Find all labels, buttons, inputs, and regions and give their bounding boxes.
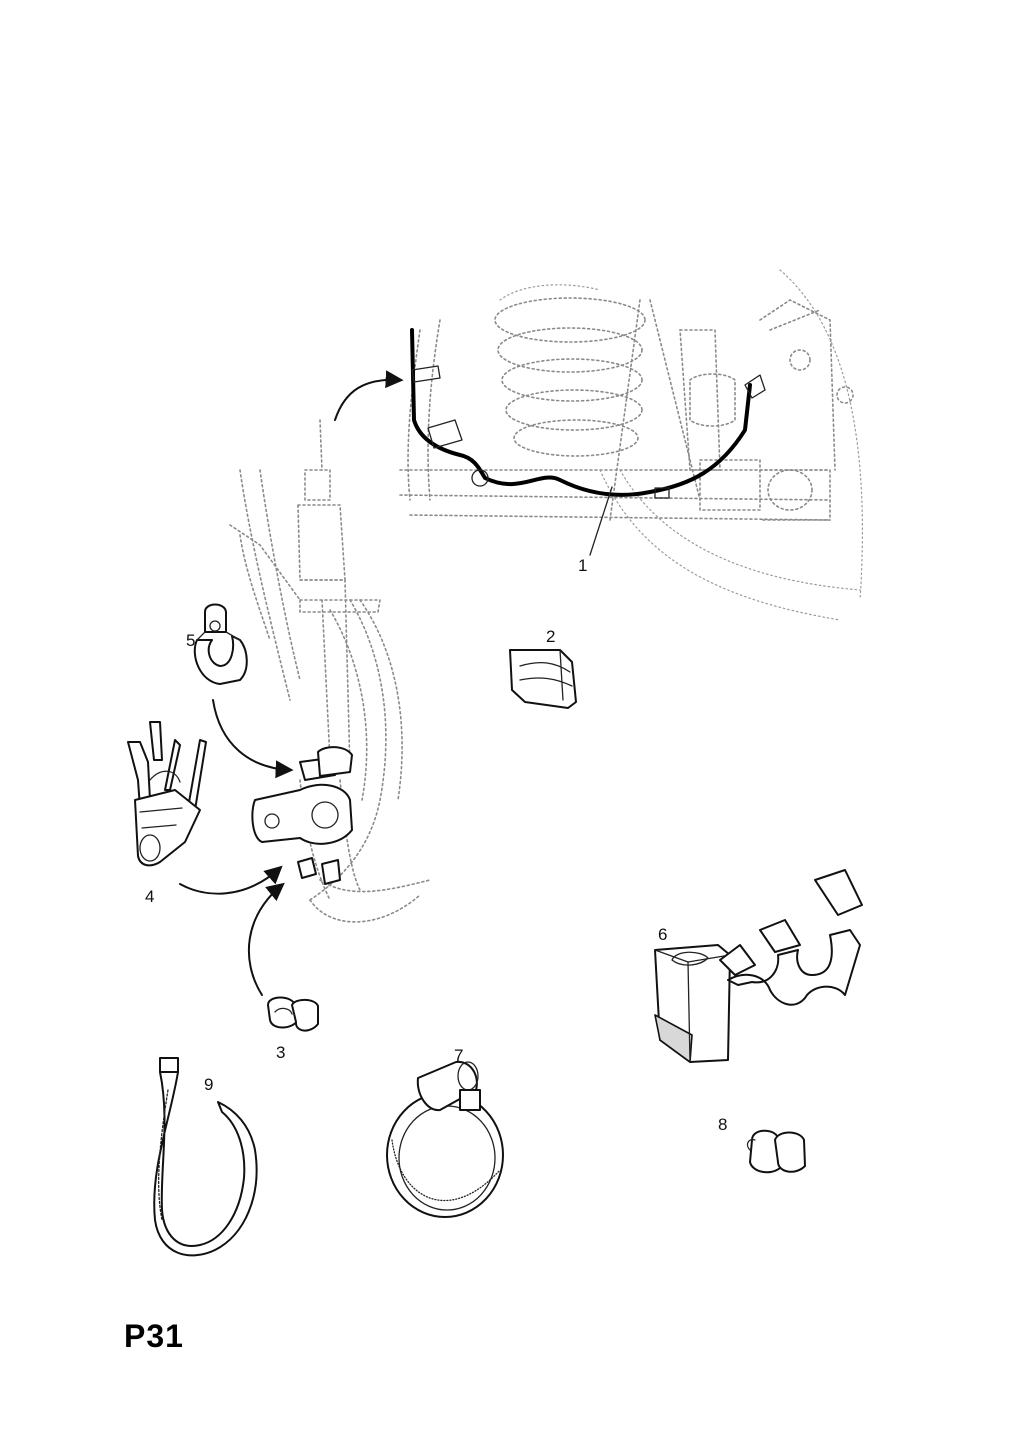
part-9-cable-tie <box>153 1057 258 1257</box>
callout-3: 3 <box>276 1043 285 1062</box>
callout-5: 5 <box>186 631 195 650</box>
callout-7: 7 <box>454 1046 463 1065</box>
part-7-hose-clamp <box>386 1060 504 1218</box>
part-4-clip <box>127 721 207 867</box>
callout-9: 9 <box>204 1075 213 1094</box>
suspension-assembly <box>399 269 864 621</box>
callout-2: 2 <box>546 627 555 646</box>
part-3-clip <box>267 996 319 1032</box>
part-8-clip <box>746 1129 806 1174</box>
part-2-clip <box>509 649 577 709</box>
callout-6: 6 <box>658 925 667 944</box>
callout-4: 4 <box>145 887 154 906</box>
callout-8: 8 <box>718 1115 727 1134</box>
page-code: P31 <box>124 1318 184 1354</box>
sensor-cable <box>410 328 766 499</box>
callout-1: 1 <box>578 556 587 575</box>
part-6-multi-clip <box>654 869 863 1063</box>
part-5-clip <box>193 603 248 685</box>
